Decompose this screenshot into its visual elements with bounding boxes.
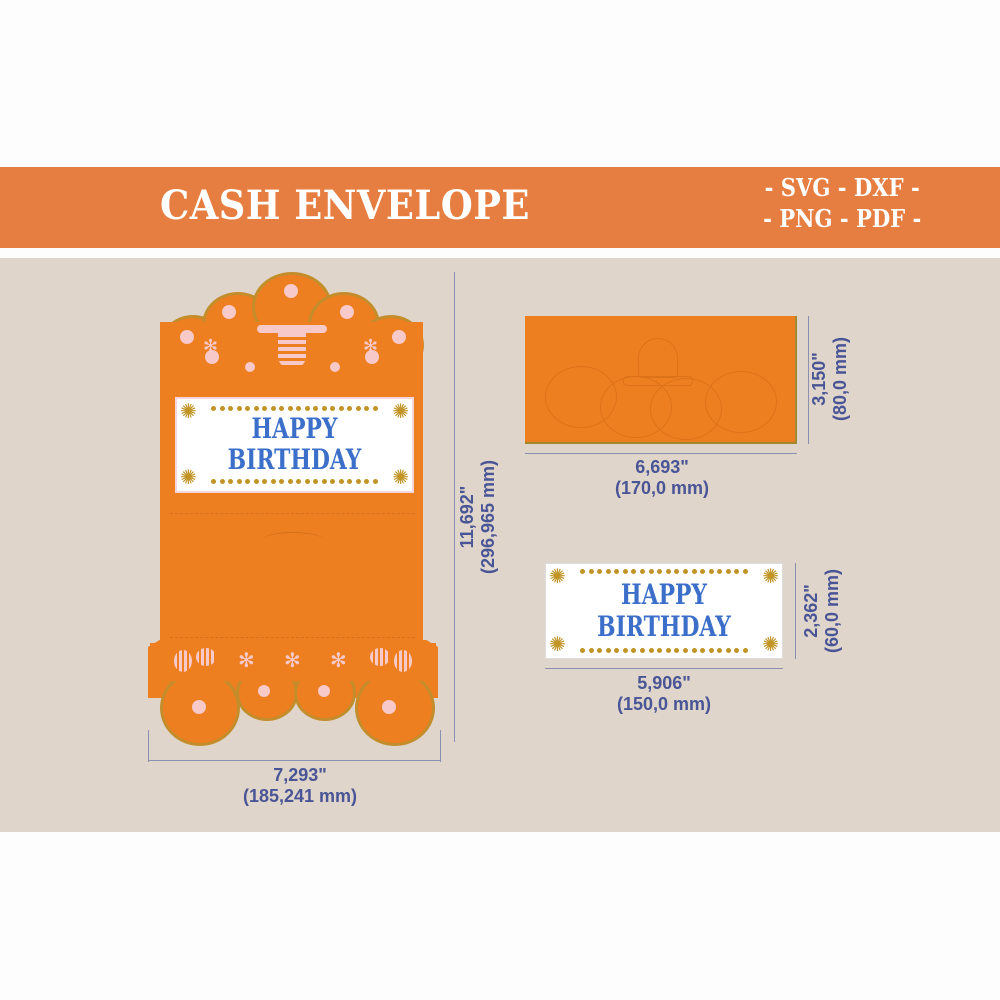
tall-width-mm: (185,241 mm) xyxy=(242,786,358,806)
height-dimension-line xyxy=(454,272,455,742)
sunburst-corner-icon: ✺ xyxy=(549,566,566,588)
embossed-sombrero-icon xyxy=(638,338,678,378)
fold-line xyxy=(170,513,415,514)
width-dimension-line xyxy=(148,760,440,761)
standalone-label-card: HAPPY BIRTHDAY ✺ ✺ ✺ ✺ xyxy=(545,563,783,659)
maraca-icon xyxy=(370,648,390,666)
dot-border-top xyxy=(211,406,378,411)
card-line-happy: HAPPY xyxy=(251,412,338,445)
card-width-line xyxy=(545,668,783,669)
folded-width-line xyxy=(525,453,797,454)
card-line-happy: HAPPY xyxy=(620,578,708,611)
card-line-birthday: BIRTHDAY xyxy=(227,443,362,476)
maraca-icon xyxy=(174,650,192,672)
flower-icon: ✻ xyxy=(330,650,347,672)
lace-cutout xyxy=(340,305,354,319)
lace-cutout xyxy=(192,700,206,714)
sunburst-corner-icon: ✺ xyxy=(549,634,566,656)
card-line-birthday: BIRTHDAY xyxy=(597,610,731,643)
tall-width-inches: 7,293" xyxy=(273,765,327,785)
card-height-dimension: 2,362" (60,0 mm) xyxy=(801,511,843,711)
embossed-sombrero-brim xyxy=(623,376,693,386)
card-height-line xyxy=(795,563,796,659)
dot-border-bottom xyxy=(211,479,378,484)
embossed-scallop xyxy=(705,371,777,433)
folded-width-mm: (170,0 mm) xyxy=(614,478,710,498)
folded-height-line xyxy=(808,316,809,444)
card-height-inches: 2,362" xyxy=(801,584,821,638)
dot-border-top xyxy=(580,569,748,574)
folded-height-dimension: 3,150" (80,0 mm) xyxy=(809,279,851,479)
sunburst-corner-icon: ✺ xyxy=(392,467,409,489)
fold-line xyxy=(170,637,415,638)
card-width-dimension: 5,906" (150,0 mm) xyxy=(564,673,764,715)
lace-cutout xyxy=(205,350,219,364)
card-width-mm: (150,0 mm) xyxy=(616,694,712,714)
maraca-icon xyxy=(394,650,412,672)
folded-height-mm: (80,0 mm) xyxy=(830,336,850,422)
tall-height-inches: 11,692" xyxy=(457,485,477,549)
flower-icon: ✻ xyxy=(284,650,301,672)
formats-line-2: - PNG - PDF - xyxy=(763,204,922,233)
folded-width-inches: 6,693" xyxy=(635,457,689,477)
lace-cutout xyxy=(365,350,379,364)
folded-envelope xyxy=(525,316,797,444)
folded-width-dimension: 6,693" (170,0 mm) xyxy=(562,457,762,499)
width-ext-right xyxy=(440,730,441,762)
lace-cutout xyxy=(392,330,406,344)
lace-cutout xyxy=(222,305,236,319)
sombrero-icon xyxy=(257,325,327,333)
dot-border-bottom xyxy=(580,648,748,653)
lace-cutout xyxy=(382,700,396,714)
sombrero-crown xyxy=(278,333,306,367)
lace-cutout xyxy=(180,330,194,344)
file-formats: - SVG - DXF - - PNG - PDF - xyxy=(752,172,932,234)
lace-cutout xyxy=(245,362,255,372)
sunburst-corner-icon: ✺ xyxy=(180,401,197,423)
card-width-inches: 5,906" xyxy=(637,673,691,693)
product-title: CASH ENVELOPE xyxy=(160,182,530,229)
formats-line-1: - SVG - DXF - xyxy=(764,173,920,202)
thumb-notch xyxy=(263,532,323,547)
lace-cutout xyxy=(284,284,298,298)
tall-height-dimension: 11,692" (296,965 mm) xyxy=(457,417,499,617)
sunburst-corner-icon: ✺ xyxy=(762,634,779,656)
lace-cutout xyxy=(258,685,270,697)
tall-height-mm: (296,965 mm) xyxy=(478,459,498,575)
envelope-label-card: HAPPY BIRTHDAY ✺ ✺ ✺ ✺ xyxy=(175,397,414,493)
flower-icon: ✻ xyxy=(238,650,255,672)
sunburst-corner-icon: ✺ xyxy=(180,467,197,489)
sunburst-corner-icon: ✺ xyxy=(762,566,779,588)
width-ext-left xyxy=(148,730,149,762)
folded-height-inches: 3,150" xyxy=(809,352,829,406)
lace-cutout xyxy=(318,685,330,697)
tall-width-dimension: 7,293" (185,241 mm) xyxy=(200,765,400,807)
card-height-mm: (60,0 mm) xyxy=(822,568,842,654)
title-banner xyxy=(0,167,1000,248)
maraca-icon xyxy=(196,648,216,666)
lace-cutout xyxy=(330,362,340,372)
sunburst-corner-icon: ✺ xyxy=(392,401,409,423)
flower-icon: ✻ xyxy=(363,336,379,356)
flower-icon: ✻ xyxy=(203,336,219,356)
